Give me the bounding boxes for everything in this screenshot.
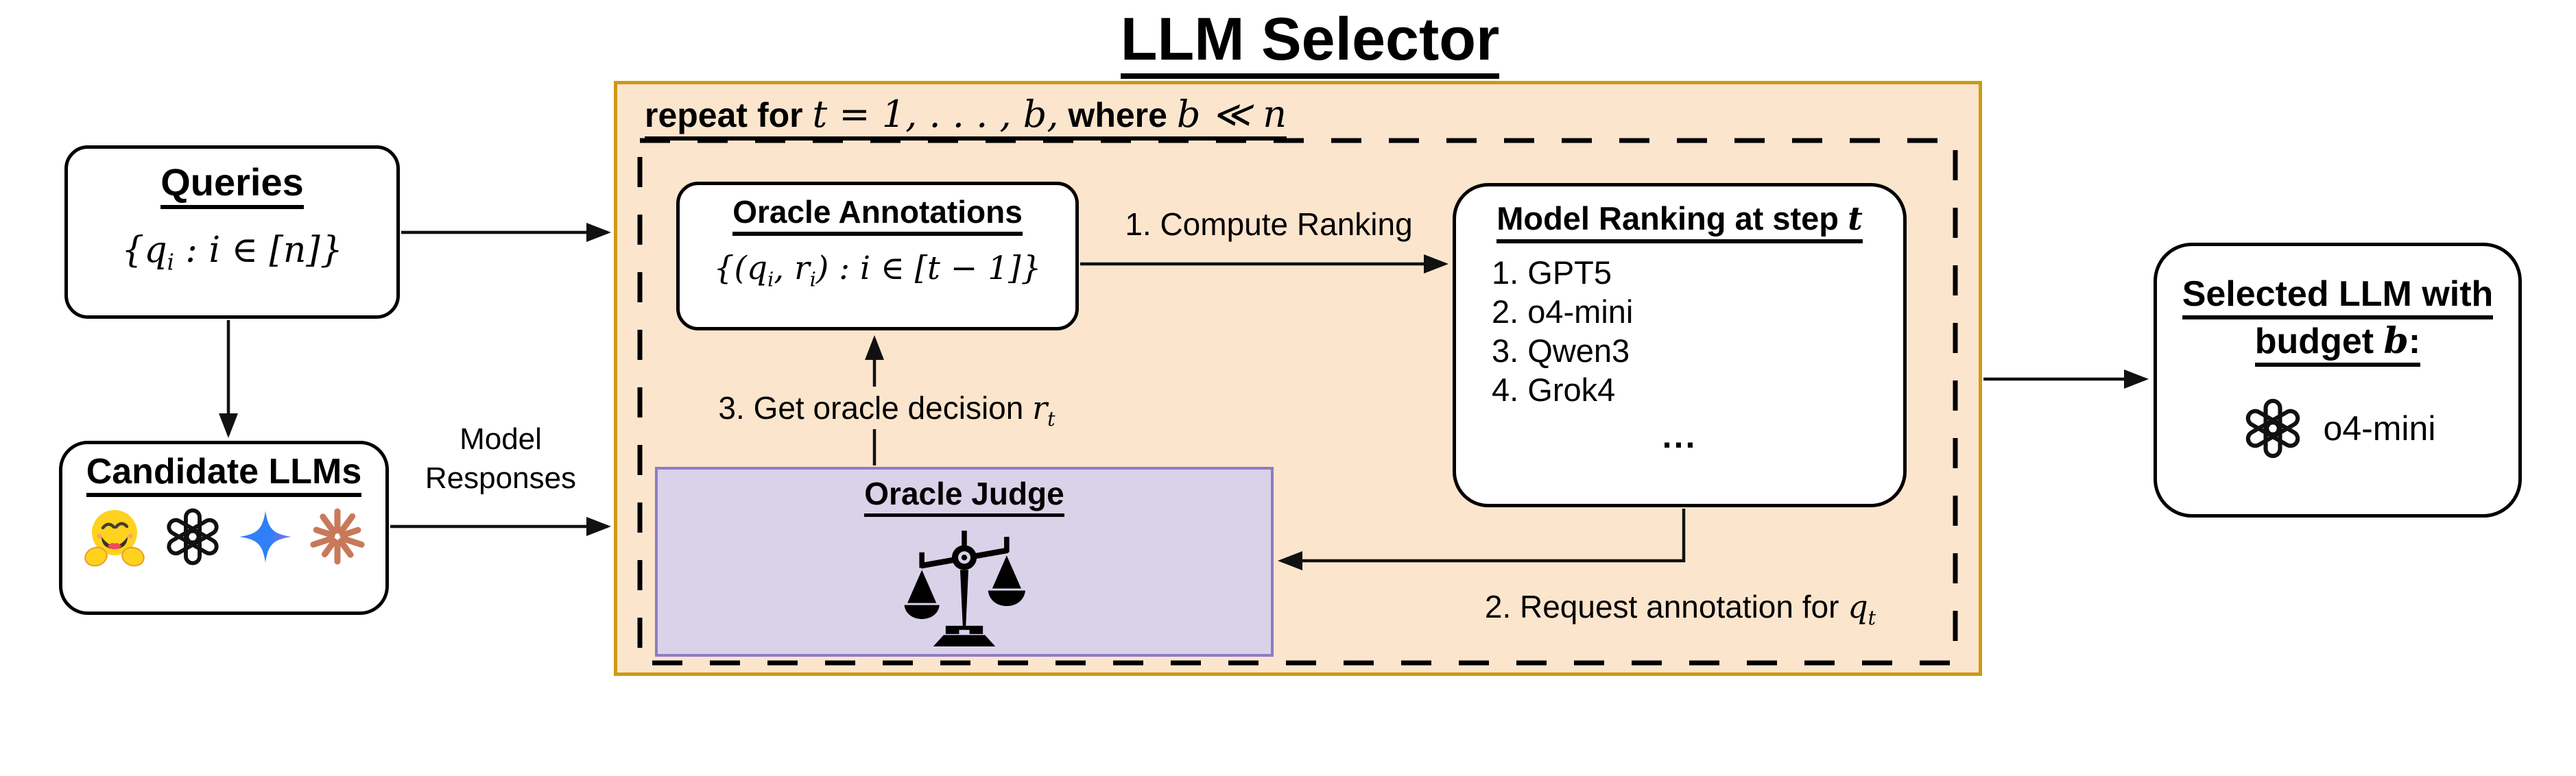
page-title-text: LLM Selector [1120, 6, 1500, 80]
selected-llm-title: Selected LLM with budget b: [2157, 272, 2518, 367]
selected-model-name: o4-mini [2323, 409, 2436, 448]
queries-title: Queries [68, 160, 396, 210]
model-responses-label: Model Responses [425, 422, 577, 496]
compute-ranking-label: 1. Compute Ranking [1125, 206, 1413, 242]
oracle-judge-title: Oracle Judge [658, 475, 1271, 517]
queries-math: {qi : i ∈ [n]} [121, 230, 343, 276]
selected-llm-box: Selected LLM with budget b: o4-mini [2154, 243, 2522, 518]
repeat-bold-1: repeat for [645, 96, 813, 134]
ranking-ellipsis: ... [1662, 416, 1697, 455]
oracle-annotations-title: Oracle Annotations [680, 193, 1075, 236]
model-ranking-title: Model Ranking at step t [1496, 201, 1863, 243]
model-ranking-list: 1. GPT5 2. o4-mini 3. Qwen3 4. Grok4 [1492, 253, 1903, 409]
hugging-face-icon [84, 510, 145, 567]
candidate-llms-box: Candidate LLMs [59, 441, 389, 615]
repeat-bold-2: where [1058, 96, 1177, 134]
repeat-math-2: b ≪ n [1176, 93, 1287, 136]
ranking-item: 4. Grok4 [1492, 371, 1616, 408]
ranking-item: 3. Qwen3 [1492, 332, 1630, 369]
repeat-loop-label: repeat for t = 1, . . . , b, where b ≪ n [645, 93, 1287, 141]
oracle-decision-label: 3. Get oracle decision rt [678, 387, 1096, 429]
openai-icon [2240, 396, 2306, 461]
candidate-llm-logos [62, 502, 385, 571]
gemini-icon [239, 511, 291, 563]
ranking-item: 1. GPT5 [1492, 254, 1612, 291]
repeat-math-1: t = 1, . . . , b, [812, 93, 1059, 136]
oracle-annotations-box: Oracle Annotations {(qi, ri) : i ∈ [t − … [676, 182, 1079, 330]
page-title: LLM Selector [981, 4, 1639, 80]
queries-box: Queries {qi : i ∈ [n]} [64, 145, 400, 319]
anthropic-icon [309, 508, 365, 565]
request-annotation-label: 2. Request annotation for qt [1484, 588, 1876, 630]
oracle-annotations-math: {(qi, ri) : i ∈ [t − 1]} [713, 249, 1042, 291]
oracle-judge-box: Oracle Judge [655, 467, 1274, 657]
ranking-item: 2. o4-mini [1492, 293, 1634, 330]
model-ranking-box: Model Ranking at step t 1. GPT5 2. o4-mi… [1453, 183, 1907, 507]
balance-scale-icon [904, 530, 1025, 646]
openai-icon [161, 505, 224, 568]
candidate-llms-title: Candidate LLMs [62, 451, 385, 498]
